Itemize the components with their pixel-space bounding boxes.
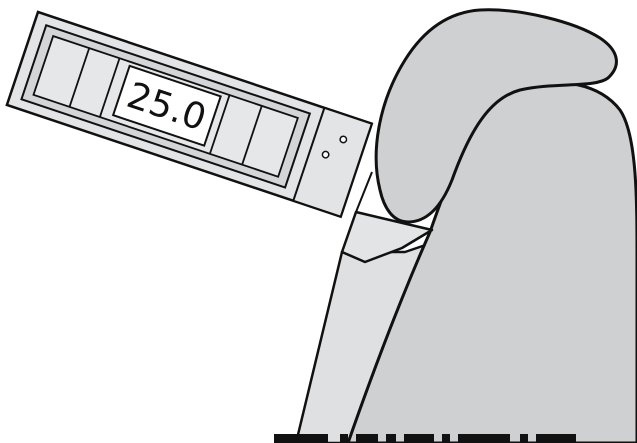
stripe xyxy=(386,434,396,443)
digital-angle-gauge-icon: 25.0 xyxy=(5,10,374,219)
stripe xyxy=(520,434,528,443)
bottom-cutoff-stripes xyxy=(274,434,576,443)
stripe xyxy=(274,434,328,443)
gauge-divider xyxy=(68,47,91,108)
stripe xyxy=(340,434,348,443)
gauge-lip xyxy=(355,171,373,213)
gauge-divider xyxy=(99,57,121,118)
gauge-display xyxy=(111,64,222,147)
screw-icon xyxy=(339,135,348,144)
stripe xyxy=(458,434,510,443)
gauge-divider xyxy=(209,94,231,155)
headrest xyxy=(374,8,618,224)
stripe xyxy=(536,434,576,443)
stripe xyxy=(442,434,450,443)
stripe xyxy=(404,434,434,443)
gauge-divider xyxy=(241,105,263,165)
screw-icon xyxy=(321,150,330,159)
gauge-mount-block xyxy=(292,106,374,218)
gauge-bracket xyxy=(340,210,434,264)
stripe xyxy=(356,434,378,443)
